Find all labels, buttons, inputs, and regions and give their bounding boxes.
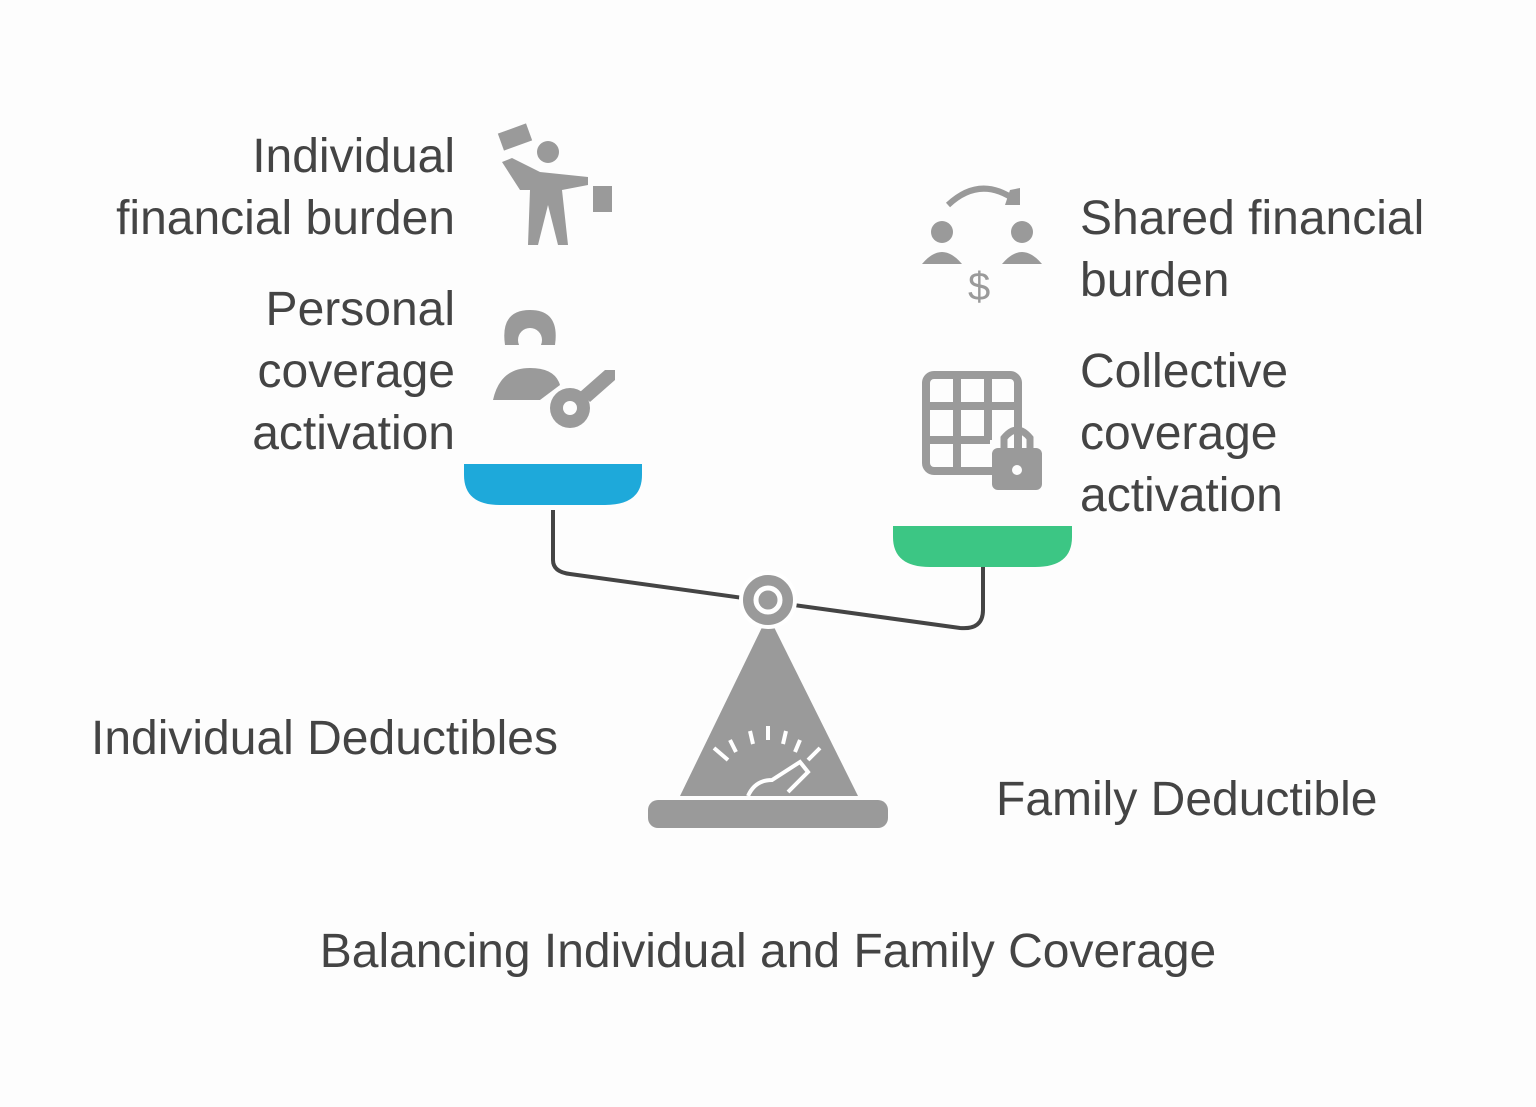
person-juggling-icon <box>497 123 612 245</box>
right-pan <box>893 526 1072 567</box>
right-label: Family Deductible <box>996 773 1378 826</box>
gauge-icon <box>712 726 822 797</box>
scale-base <box>648 800 888 828</box>
right-item-2: Collective coverage activation <box>1080 345 1289 522</box>
shared-money-icon: $ <box>922 185 1042 309</box>
left-item-2: Personal coverage activation <box>252 283 455 460</box>
scale-stand <box>680 615 858 796</box>
person-key-icon <box>493 310 615 428</box>
left-item-1: Individual financial burden <box>116 130 455 245</box>
table-lock-icon <box>922 371 1042 490</box>
left-pan <box>464 464 642 505</box>
diagram-title: Balancing Individual and Family Coverage <box>319 925 1217 978</box>
left-label: Individual Deductibles <box>91 712 558 765</box>
svg-text:$: $ <box>968 265 990 309</box>
right-item-1: Shared financial burden <box>1080 192 1425 307</box>
